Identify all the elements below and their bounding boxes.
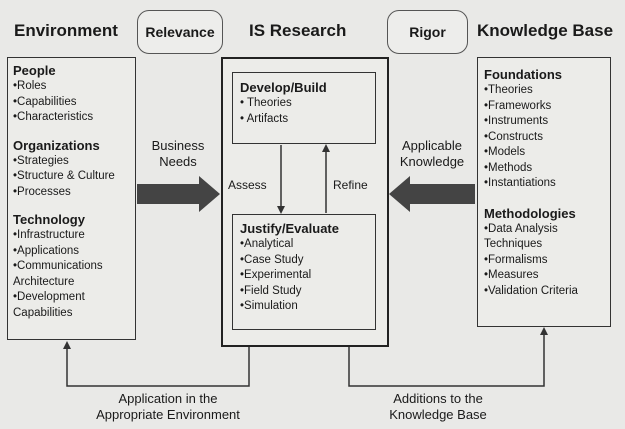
knowledge-base-content: Foundations •Theories •Frameworks •Instr… bbox=[484, 67, 578, 299]
list-item: •Methods bbox=[484, 161, 533, 174]
application-environment-label: Application in the Appropriate Environme… bbox=[88, 391, 248, 423]
label-line: Additions to the bbox=[393, 391, 483, 406]
list-item: Capabilities bbox=[13, 306, 73, 319]
label-line: Business bbox=[151, 138, 205, 153]
list-item: •Structure & Culture bbox=[13, 170, 115, 182]
list-item: •Models bbox=[484, 146, 526, 158]
list-item: •Experimental bbox=[240, 269, 312, 281]
section-title: Organizations bbox=[13, 137, 100, 153]
section-title: People bbox=[13, 63, 56, 78]
rigor-tag: Rigor bbox=[387, 10, 468, 54]
applicable-knowledge-arrow bbox=[389, 176, 475, 212]
list-item: •Simulation bbox=[240, 300, 298, 312]
justify-evaluate-title: Justify/Evaluate bbox=[240, 221, 339, 236]
list-item: •Communications bbox=[13, 260, 103, 272]
knowledge-base-header: Knowledge Base bbox=[477, 21, 614, 40]
justify-evaluate-box bbox=[232, 214, 376, 330]
list-item: •Instantiations bbox=[484, 177, 556, 189]
list-item: •Processes bbox=[13, 185, 71, 198]
list-item: •Strategies bbox=[13, 154, 69, 167]
list-item: •Field Study bbox=[240, 284, 302, 297]
list-item: •Validation Criteria bbox=[484, 284, 578, 297]
application-arrow bbox=[63, 341, 250, 387]
label-line: Application in the bbox=[118, 391, 218, 406]
list-item: •Constructs bbox=[484, 130, 543, 143]
list-item: Techniques bbox=[484, 238, 543, 250]
list-item: • Theories bbox=[240, 97, 292, 109]
list-item: •Measures bbox=[484, 269, 539, 281]
list-item: •Data Analysis bbox=[484, 222, 558, 235]
list-item: •Characteristics bbox=[13, 111, 94, 123]
list-item: •Frameworks bbox=[484, 99, 552, 112]
list-item: •Applications bbox=[13, 244, 80, 257]
methodologies-section: Methodologies •Data Analysis Techniques … bbox=[484, 206, 578, 300]
label-line: Knowledge Base bbox=[389, 407, 487, 422]
applicable-knowledge-label: Applicable Knowledge bbox=[390, 138, 474, 170]
environment-content: People •Roles •Capabilities •Characteris… bbox=[13, 63, 115, 321]
additions-arrow bbox=[348, 327, 548, 387]
environment-box bbox=[7, 57, 136, 340]
label-line: Knowledge bbox=[399, 154, 465, 169]
list-item: •Capabilities bbox=[13, 95, 77, 108]
refine-label: Refine bbox=[333, 178, 368, 192]
section-title: Technology bbox=[13, 212, 85, 227]
foundations-section: Foundations •Theories •Frameworks •Instr… bbox=[484, 67, 578, 192]
section-title: Foundations bbox=[484, 67, 562, 82]
label-line: Needs bbox=[159, 154, 197, 169]
list-item: •Roles bbox=[13, 80, 47, 92]
knowledge-base-box bbox=[477, 57, 611, 327]
organizations-section: Organizations •Strategies •Structure & C… bbox=[13, 138, 115, 201]
business-needs-arrow bbox=[137, 176, 220, 212]
develop-build-content: Develop/Build • Theories • Artifacts bbox=[240, 80, 327, 127]
justify-evaluate-content: Justify/Evaluate •Analytical •Case Study… bbox=[240, 221, 339, 315]
additions-knowledge-label: Additions to the Knowledge Base bbox=[378, 391, 498, 423]
business-needs-label: Business Needs bbox=[140, 138, 216, 170]
develop-build-box bbox=[232, 72, 376, 144]
list-item: •Analytical bbox=[240, 238, 294, 250]
relevance-tag: Relevance bbox=[137, 10, 223, 54]
environment-header: Environment bbox=[14, 21, 118, 40]
list-item: • Artifacts bbox=[240, 112, 289, 125]
list-item: •Infrastructure bbox=[13, 229, 85, 241]
list-item: Architecture bbox=[13, 275, 75, 288]
is-research-header: IS Research bbox=[249, 21, 347, 40]
people-section: People •Roles •Capabilities •Characteris… bbox=[13, 63, 115, 126]
label-line: Appropriate Environment bbox=[96, 407, 240, 422]
assess-label: Assess bbox=[228, 178, 267, 192]
section-title: Methodologies bbox=[484, 205, 576, 221]
list-item: •Case Study bbox=[240, 253, 304, 266]
list-item: •Theories bbox=[484, 84, 533, 96]
list-item: •Development bbox=[13, 291, 85, 303]
develop-build-title: Develop/Build bbox=[240, 80, 327, 95]
technology-section: Technology •Infrastructure •Applications… bbox=[13, 212, 115, 321]
list-item: •Instruments bbox=[484, 115, 549, 127]
label-line: Applicable bbox=[402, 138, 462, 153]
list-item: •Formalisms bbox=[484, 253, 548, 266]
